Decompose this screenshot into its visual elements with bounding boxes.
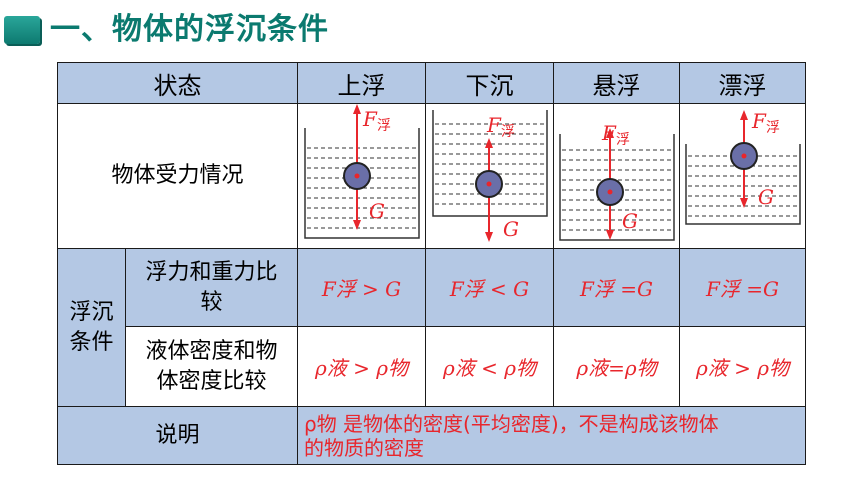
diagram-floating: F 浮 G [679,103,806,249]
diagram-sink: F 浮 G [425,103,554,249]
force-compare-floating: F浮 =G [679,248,806,327]
force-compare-label: 浮力和重力比 较 [125,248,298,327]
float-up-diagram: F 浮 G [303,104,420,239]
diagram-suspend: F 浮 G [553,103,680,249]
density-compare-suspend: ρ液=ρ物 [553,326,680,407]
float-up-g-label: G [369,199,385,223]
float-up-f-label: F [362,107,378,131]
force-compare-row: 浮沉 条件 浮力和重力比 较 F浮 > G F浮 < G F浮 =G F浮 =G [57,248,806,407]
suspend-g-label: G [622,209,638,233]
force-row: 物体受力情况 F 浮 G [57,103,806,249]
density-compare-label: 液体密度和物 体密度比较 [125,326,298,407]
header-float-up: 上浮 [297,62,426,104]
sink-f-sub: 浮 [501,124,515,140]
force-compare-sink: F浮 < G [425,248,554,327]
diagram-float-up: F 浮 G [297,103,426,249]
density-compare-label-line2: 体密度比较 [156,368,267,394]
sink-f-label: F [486,113,502,137]
density-compare-label-line1: 液体密度和物 [145,338,278,364]
buoyancy-conditions-table: 状态 上浮 下沉 悬浮 漂浮 物体受力情况 [57,62,806,465]
suspend-f-sub: 浮 [616,132,630,148]
force-compare-float-up: F浮 > G [297,248,426,327]
floating-diagram: F 浮 G [684,109,801,225]
suspend-diagram: F 浮 G [558,121,675,241]
title-marker-icon [4,16,40,44]
floating-f-sub: 浮 [766,120,780,136]
group-label-line2: 条件 [69,329,114,355]
group-label: 浮沉 条件 [57,248,126,407]
force-row-label: 物体受力情况 [57,103,298,249]
force-compare-label-line1: 浮力和重力比 [145,259,278,285]
floating-g-label: G [758,185,774,209]
note-text-line1: ρ物 是物体的密度(平均密度)，不是构成该物体 [304,411,719,436]
density-compare-floating: ρ液 > ρ物 [679,326,806,407]
force-compare-label-line2: 较 [200,289,223,315]
sink-diagram: F 浮 G [431,110,548,242]
note-label: 说明 [57,406,298,465]
note-text: ρ物 是物体的密度(平均密度)，不是构成该物体 的物质的密度 [297,406,806,465]
header-row: 状态 上浮 下沉 悬浮 漂浮 [57,62,806,104]
header-sink: 下沉 [425,62,554,104]
density-compare-sink: ρ液 < ρ物 [425,326,554,407]
sink-g-label: G [503,217,519,241]
group-label-line1: 浮沉 [69,299,114,325]
note-text-line2: 的物质的密度 [304,435,424,460]
header-floating: 漂浮 [679,62,806,104]
title-bar: 一、物体的浮沉条件 [0,8,860,52]
header-state: 状态 [57,62,298,104]
density-compare-float-up: ρ液 > ρ物 [297,326,426,407]
suspend-f-label: F [601,121,617,145]
density-compare-row: 液体密度和物 体密度比较 ρ液 > ρ物 ρ液 < ρ物 ρ液=ρ物 ρ液 > … [58,326,806,407]
header-suspend: 悬浮 [553,62,680,104]
note-row: 说明 ρ物 是物体的密度(平均密度)，不是构成该物体 的物质的密度 [57,406,806,465]
floating-f-label: F [751,109,767,133]
float-up-f-sub: 浮 [377,118,391,134]
page-title: 一、物体的浮沉条件 [50,12,329,47]
force-compare-suspend: F浮 =G [553,248,680,327]
